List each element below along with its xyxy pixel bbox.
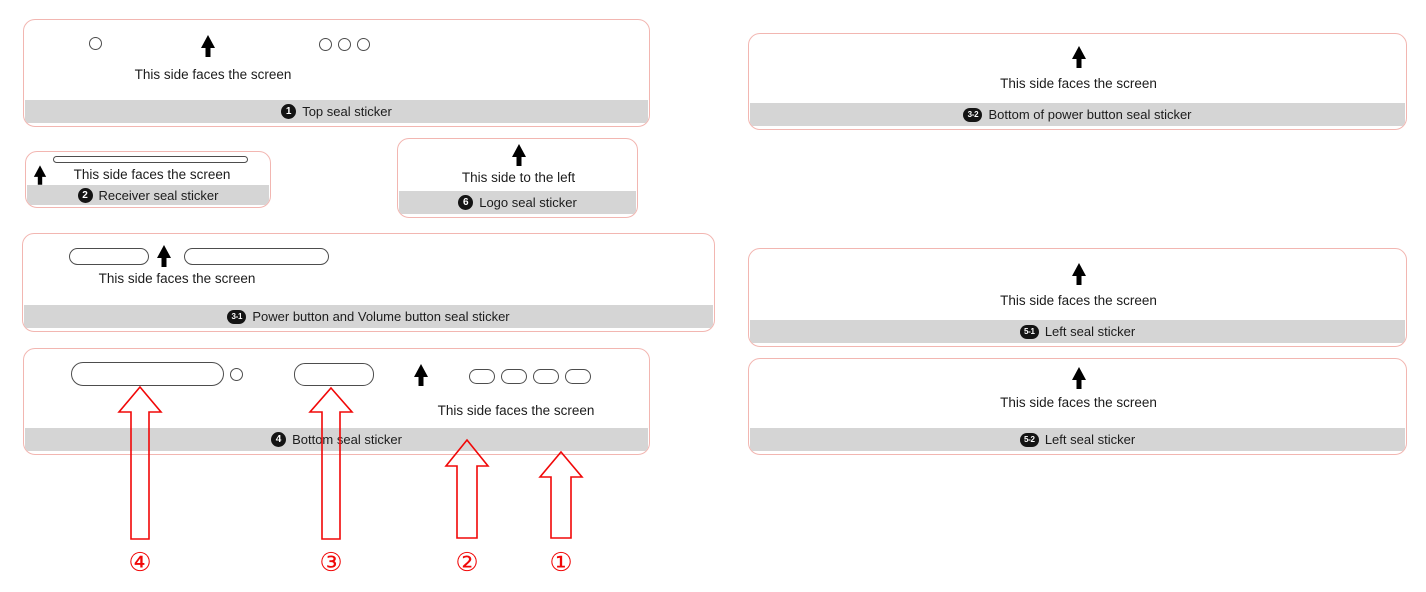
panel-left-seal-2: This side faces the screen 5-2 Left seal… (748, 358, 1407, 455)
panel-top-seal: This side faces the screen 1 Top seal st… (23, 19, 650, 127)
callout-number-1: ① (549, 548, 573, 578)
label-bar: 5-1 Left seal sticker (750, 320, 1405, 343)
orientation-note: This side faces the screen (437, 403, 595, 418)
orientation-note: This side faces the screen (1000, 395, 1157, 410)
panel-left-seal-1: This side faces the screen 5-1 Left seal… (748, 248, 1407, 347)
step-badge: 4 (271, 432, 287, 447)
panel-label: Bottom of power button seal sticker (988, 107, 1192, 122)
hole-circle (338, 38, 351, 51)
orientation-note: This side faces the screen (1000, 76, 1157, 91)
step-badge: 6 (458, 195, 474, 210)
panel-logo-seal: This side to the left 6 Logo seal sticke… (397, 138, 638, 218)
large-cutout (71, 362, 224, 386)
panel-power-volume-seal: This side faces the screen 3-1 Power but… (22, 233, 715, 332)
up-arrow-icon (156, 245, 172, 268)
up-arrow-icon (1071, 263, 1087, 286)
step-badge: 5-1 (1019, 324, 1039, 339)
hole-circle (357, 38, 370, 51)
step-badge: 3-1 (227, 309, 247, 324)
cutout-pill (469, 369, 495, 384)
label-bar: 5-2 Left seal sticker (750, 428, 1405, 451)
up-arrow-icon (413, 364, 429, 387)
label-bar: 3-1 Power button and Volume button seal … (24, 305, 713, 328)
orientation-note: This side faces the screen (1000, 293, 1157, 308)
label-bar: 6 Logo seal sticker (399, 191, 636, 214)
cutout-pill (565, 369, 591, 384)
panel-label: Top seal sticker (302, 104, 392, 119)
up-arrow-icon (33, 165, 47, 185)
button-cutout (294, 363, 374, 386)
up-arrow-icon (1071, 367, 1087, 390)
camera-holes (319, 38, 370, 51)
panel-label: Logo seal sticker (479, 195, 577, 210)
label-bar: 4 Bottom seal sticker (25, 428, 648, 451)
panel-bottom-power-seal: This side faces the screen 3-2 Bottom of… (748, 33, 1407, 130)
callout-arrow-1-icon (538, 450, 584, 539)
label-bar: 2 Receiver seal sticker (27, 185, 269, 205)
panel-label: Power button and Volume button seal stic… (252, 309, 510, 324)
volume-button-cutout (184, 248, 329, 265)
cutout-pill (501, 369, 527, 384)
step-badge: 5-2 (1019, 432, 1039, 447)
up-arrow-icon (200, 35, 216, 58)
label-bar: 1 Top seal sticker (25, 100, 648, 123)
cutout-pill (533, 369, 559, 384)
hole-circle (319, 38, 332, 51)
panel-bottom-seal: This side faces the screen 4 Bottom seal… (23, 348, 650, 455)
orientation-note: This side faces the screen (98, 271, 256, 286)
panel-label: Left seal sticker (1044, 324, 1136, 339)
label-bar: 3-2 Bottom of power button seal sticker (750, 103, 1405, 126)
step-badge: 3-2 (963, 107, 983, 122)
panel-receiver-seal: This side faces the screen 2 Receiver se… (25, 151, 271, 208)
sensor-hole (89, 37, 102, 50)
callout-number-4: ④ (128, 548, 152, 578)
connector-cutouts (469, 369, 591, 384)
receiver-slot (53, 156, 248, 163)
panel-label: Receiver seal sticker (98, 187, 219, 203)
step-badge: 2 (77, 187, 93, 203)
small-hole (230, 368, 243, 381)
panel-label: Left seal sticker (1044, 432, 1136, 447)
power-button-cutout (69, 248, 149, 265)
callout-number-2: ② (455, 548, 479, 578)
step-badge: 1 (281, 104, 297, 119)
up-arrow-icon (1071, 46, 1087, 69)
callout-number-3: ③ (319, 548, 343, 578)
orientation-note: This side faces the screen (134, 67, 292, 82)
orientation-note: This side faces the screen (73, 167, 231, 182)
up-arrow-icon (511, 144, 527, 167)
panel-label: Bottom seal sticker (292, 432, 402, 447)
orientation-note: This side to the left (461, 170, 576, 185)
